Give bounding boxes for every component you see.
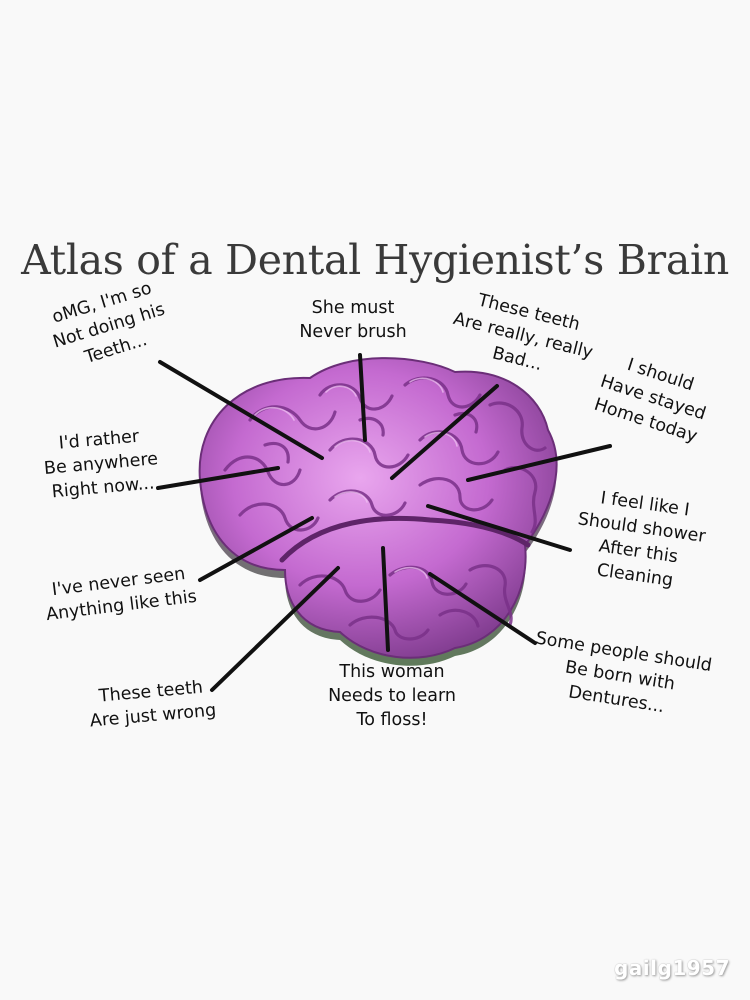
leader-stayed-home (466, 444, 612, 482)
brain (198, 357, 558, 666)
leader-never-brush (358, 353, 367, 442)
page-title: Atlas of a Dental Hygienist’s Brain (21, 236, 729, 284)
leader-anywhere (156, 466, 280, 490)
leader-never-seen (198, 516, 314, 582)
leader-lines (156, 353, 612, 692)
watermark: gailg1957 (613, 956, 730, 980)
leader-floss (381, 546, 390, 652)
leader-just-wrong (210, 566, 340, 692)
leader-really-bad (390, 384, 499, 480)
leader-shower (426, 504, 572, 552)
leader-dentures (428, 572, 537, 645)
leader-omg (158, 360, 324, 460)
